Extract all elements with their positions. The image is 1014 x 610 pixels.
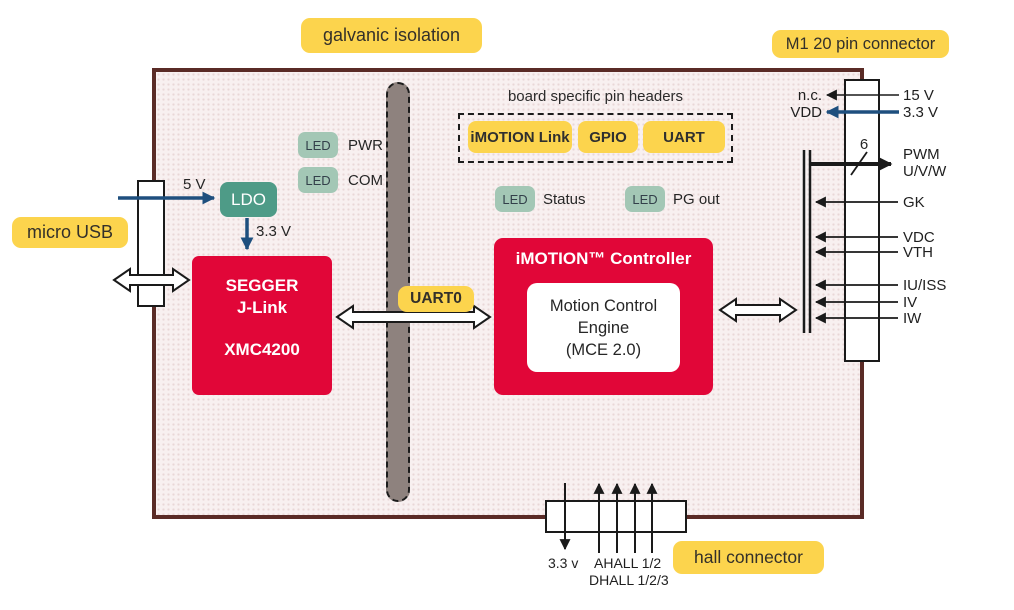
segger-line2: J-Link bbox=[236, 298, 288, 317]
pin-vdd: VDD bbox=[790, 104, 822, 121]
pin-pwm: PWM bbox=[903, 146, 940, 163]
hall-3v3-label: 3.3 v bbox=[548, 555, 579, 571]
pin-gk: GK bbox=[903, 194, 925, 211]
segger-jlink-block: SEGGER J-Link XMC4200 bbox=[192, 256, 332, 395]
led-pg-out: LED bbox=[625, 186, 665, 212]
micro-usb-label: micro USB bbox=[12, 217, 128, 248]
led-com-label: COM bbox=[348, 172, 383, 189]
hall-dhall-label: DHALL 1/2/3 bbox=[589, 572, 669, 588]
led-pwr-label: PWR bbox=[348, 137, 383, 154]
hall-connector-label: hall connector bbox=[673, 541, 824, 574]
led-status: LED bbox=[495, 186, 535, 212]
pin-iu-iss: IU/ISS bbox=[903, 277, 947, 294]
hall-connector-block bbox=[545, 500, 687, 533]
imotion-controller-title: iMOTION™ Controller bbox=[515, 249, 692, 268]
pin-uvw: U/V/W bbox=[903, 163, 947, 180]
pin-3v3: 3.3 V bbox=[903, 104, 939, 121]
pin-headers-group bbox=[458, 113, 733, 163]
micro-usb-connector bbox=[137, 180, 165, 307]
m1-connector-label: M1 20 pin connector bbox=[772, 30, 949, 58]
m1-connector bbox=[844, 79, 880, 362]
imotion-controller-block: iMOTION™ Controller Motion Control Engin… bbox=[494, 238, 713, 395]
motion-control-engine-block: Motion Control Engine (MCE 2.0) bbox=[527, 283, 680, 372]
pin-header-uart: UART bbox=[643, 121, 725, 153]
pin-iw: IW bbox=[903, 310, 922, 327]
ldo-block: LDO bbox=[220, 182, 277, 217]
mce-line2: Engine bbox=[577, 318, 630, 337]
pin-iv: IV bbox=[903, 294, 918, 311]
pwm-bus-count: 6 bbox=[859, 136, 869, 153]
pin-headers-title: board specific pin headers bbox=[507, 88, 684, 105]
pin-vth: VTH bbox=[903, 244, 933, 261]
segger-line3: XMC4200 bbox=[224, 340, 300, 359]
pin-header-imotion-link: iMOTION Link bbox=[468, 121, 572, 153]
pin-nc: n.c. bbox=[797, 87, 822, 104]
label-5v: 5 V bbox=[183, 176, 206, 193]
led-pwr: LED bbox=[298, 132, 338, 158]
galvanic-isolation-label: galvanic isolation bbox=[301, 18, 482, 53]
led-com: LED bbox=[298, 167, 338, 193]
pin-15v: 15 V bbox=[903, 87, 934, 104]
pin-header-gpio: GPIO bbox=[578, 121, 638, 153]
mce-line1: Motion Control bbox=[549, 296, 658, 315]
hall-ahall-label: AHALL 1/2 bbox=[594, 555, 662, 571]
uart0-label: UART0 bbox=[398, 286, 474, 312]
segger-line1: SEGGER bbox=[225, 276, 299, 295]
mce-line3: (MCE 2.0) bbox=[565, 340, 642, 359]
label-3v3: 3.3 V bbox=[256, 223, 292, 240]
led-status-label: Status bbox=[543, 191, 586, 208]
pin-vdc: VDC bbox=[903, 229, 935, 246]
led-pg-out-label: PG out bbox=[673, 191, 720, 208]
